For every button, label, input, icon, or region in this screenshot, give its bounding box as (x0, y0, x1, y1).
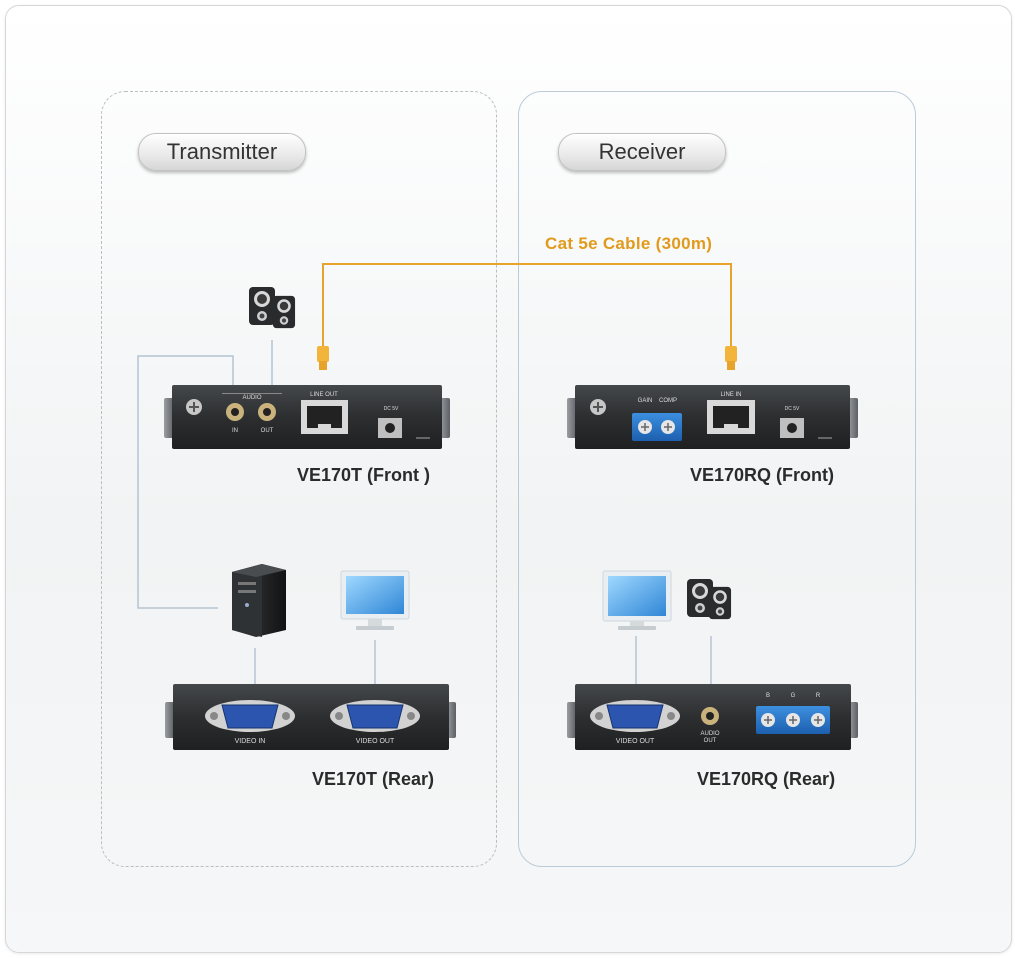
connector-lines (137, 340, 712, 700)
terminal-block-icon (632, 413, 682, 441)
cable-label: Cat 5e Cable (300m) (545, 234, 713, 253)
b-label: B (766, 693, 770, 699)
audio-out-label: OUT (261, 428, 274, 434)
cat5e-cable (317, 263, 737, 370)
ve170rq-front-device: GAIN COMP LINE IN DC 5V (567, 385, 858, 449)
video-in-label: VIDEO IN (235, 738, 266, 745)
vga-out-port-icon (330, 700, 420, 732)
rj45-plug-rx (725, 346, 737, 362)
monitor-icon (340, 570, 410, 630)
audio-in-jack-icon (226, 403, 244, 421)
computer-tower-icon (232, 564, 286, 637)
transmitter-panel (101, 91, 497, 867)
speakers-icon (249, 287, 296, 329)
ve170rq-rear-device: VIDEO OUT AUDIO OUT B G R (567, 684, 858, 750)
ve170t-rear-label: VE170T (Rear) (312, 769, 435, 789)
audio-in-label: IN (232, 428, 238, 434)
line-out-label: LINE OUT (310, 392, 338, 398)
receiver-title: Receiver (558, 133, 726, 171)
rgb-terminal-block-icon (756, 706, 830, 734)
comp-label: COMP (659, 398, 677, 404)
power-label: DC 5V (384, 406, 399, 412)
audio-out-label-1: AUDIO (700, 731, 719, 737)
audio-out-jack-icon (701, 707, 719, 725)
ve170t-front-device: AUDIO IN OUT LINE OUT DC 5V (164, 385, 450, 449)
speakers-icon (687, 579, 732, 620)
audio-out-label-2: OUT (704, 738, 717, 744)
receiver-panel (518, 91, 916, 867)
rj45-port-icon (707, 400, 755, 434)
gain-label: GAIN (638, 398, 653, 404)
rj45-port-icon (301, 400, 348, 434)
video-out-label: VIDEO OUT (356, 738, 395, 745)
dc-power-jack-icon (378, 418, 402, 438)
transmitter-title: Transmitter (138, 133, 306, 171)
vga-in-port-icon (205, 700, 295, 732)
r-label: R (816, 693, 821, 699)
video-out-label: VIDEO OUT (616, 738, 655, 745)
line-in-label: LINE IN (720, 392, 741, 398)
ve170rq-rear-label: VE170RQ (Rear) (697, 769, 836, 789)
dc-power-jack-icon (780, 418, 804, 438)
rj45-plug-tx (317, 346, 329, 362)
audio-in-line (137, 355, 234, 609)
power-label: DC 5V (785, 406, 800, 412)
g-label: G (791, 693, 796, 699)
ve170rq-front-label: VE170RQ (Front) (690, 465, 835, 485)
vga-out-port-icon (590, 700, 680, 732)
ground-screw-icon (590, 399, 606, 415)
ve170t-rear-device: VIDEO IN VIDEO OUT (165, 684, 456, 750)
audio-port-label: AUDIO (242, 395, 261, 401)
audio-out-jack-icon (258, 403, 276, 421)
monitor-icon (602, 570, 672, 630)
ground-screw-icon (186, 399, 202, 415)
ve170t-front-label: VE170T (Front ) (297, 465, 431, 485)
